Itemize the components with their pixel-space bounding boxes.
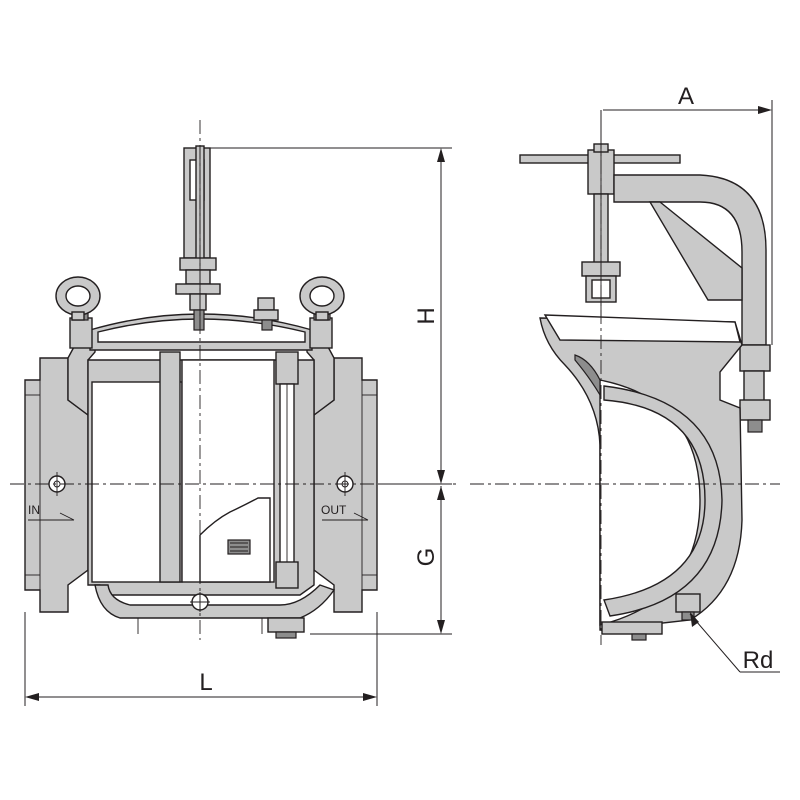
side-drain [601,593,701,641]
lower-body [94,584,336,639]
support-arm [613,174,771,433]
label-a: A [678,83,694,110]
label-h: H [413,307,440,324]
sight-glass [275,351,299,589]
label-rd: Rd [743,647,774,674]
cutaway-section [199,497,271,583]
inlet-flow-arrow [28,512,75,521]
side-handwheel [519,140,681,330]
outlet-flow-arrow [322,512,369,521]
side-body [539,314,743,631]
dimension-a [600,100,773,345]
label-outlet: OUT [321,503,347,517]
stem-assembly [175,145,221,331]
label-g: G [413,548,440,567]
dimension-rd [689,612,780,673]
vent-fitting [253,297,279,331]
label-inlet: IN [28,503,40,517]
front-view [10,120,460,640]
dimension-g [310,486,452,635]
dimension-l [24,612,378,706]
dimension-h [206,147,452,485]
eye-bolt-right [299,276,345,321]
label-l: L [199,669,212,696]
eye-bolt-left [55,276,101,321]
side-view [470,135,780,645]
